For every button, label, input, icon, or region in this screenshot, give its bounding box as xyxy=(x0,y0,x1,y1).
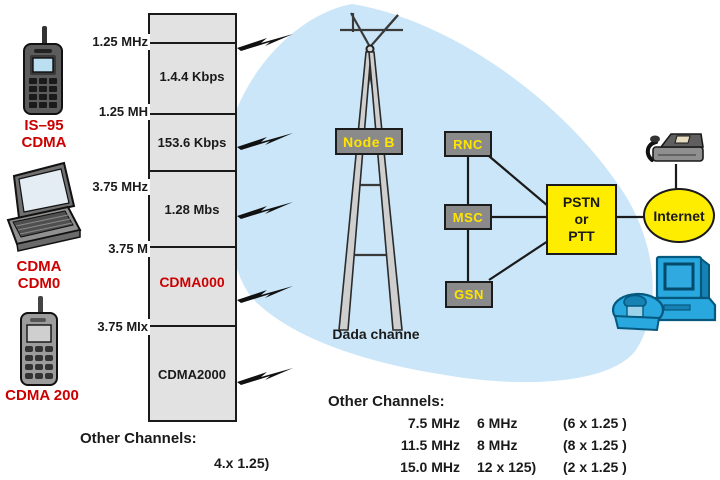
fax-phone-icon xyxy=(645,133,704,162)
pstn-line: PSTN xyxy=(562,194,601,210)
table-cell: (6 x 1.25 ) xyxy=(563,415,627,431)
table-cell: 15.0 MHz xyxy=(400,459,460,475)
tick-label: 3.75 MIx xyxy=(58,319,150,335)
tick-label: 1.25 MH xyxy=(58,104,150,120)
gsn-label: GSN xyxy=(454,287,484,302)
table-cell: 6 MHz xyxy=(477,415,518,431)
bar-section-label: 1.4.4 Kbps xyxy=(159,69,225,84)
lightning-icon xyxy=(237,368,293,385)
other-channels-left-heading: Other Channels: xyxy=(80,430,197,447)
bar-section-label: CDMA2000 xyxy=(158,367,226,382)
cdma200-label: CDMA 200 xyxy=(5,387,79,404)
bar-section-label: 153.6 Kbps xyxy=(157,135,227,150)
pstn-box: PSTN or PTT xyxy=(546,184,617,255)
is95-label-line1: IS–95 xyxy=(24,117,64,134)
table-cell: (8 x 1.25 ) xyxy=(563,437,627,453)
bar-section-label: 1.28 Mbs xyxy=(164,202,220,217)
pstn-line: or xyxy=(574,211,589,227)
internet-label: Internet xyxy=(653,207,705,224)
lightning-icon xyxy=(237,34,293,51)
bar-divider xyxy=(150,170,235,172)
spectrum-bar xyxy=(148,13,237,422)
radio-tower-icon xyxy=(338,12,403,331)
data-channel-caption: Dada channe xyxy=(332,326,420,342)
cdma-laptop-label-line1: CDMA xyxy=(16,258,62,275)
tick-label: 3.75 M xyxy=(58,241,150,257)
computer-icon xyxy=(612,255,717,332)
bar-divider xyxy=(150,42,235,44)
rnc-box: RNC xyxy=(444,131,492,157)
laptop-icon xyxy=(6,161,82,252)
pstn-line: PTT xyxy=(568,228,595,244)
cdma-laptop-label-line2: CDM0 xyxy=(17,275,61,292)
lightning-icon xyxy=(237,286,293,303)
bar-divider xyxy=(150,113,235,115)
bar-divider xyxy=(150,246,235,248)
rnc-label: RNC xyxy=(453,136,483,152)
gsn-box: GSN xyxy=(445,281,493,308)
cell-phone-icon xyxy=(23,26,63,115)
lightning-icon xyxy=(237,133,293,150)
table-cell: 7.5 MHz xyxy=(407,415,460,431)
node-b-label: Node B xyxy=(343,133,395,150)
table-cell: (2 x 1.25 ) xyxy=(563,459,627,475)
tick-label: 1.25 MHz xyxy=(58,34,150,50)
cell-phone-icon xyxy=(20,296,58,386)
msc-box: MSC xyxy=(444,204,492,230)
other-channels-table-heading: Other Channels: xyxy=(328,393,445,410)
table-cell: 12 x 125) xyxy=(477,459,537,475)
internet-ellipse: Internet xyxy=(643,188,715,243)
bar-section-label: CDMA000 xyxy=(159,274,225,290)
other-channels-left-value: 4.x 1.25) xyxy=(214,455,270,471)
table-cell: 8 MHz xyxy=(477,437,518,453)
tick-label: 3.75 MHz xyxy=(58,179,150,195)
lightning-icon xyxy=(237,202,293,219)
msc-label: MSC xyxy=(452,209,484,225)
bar-divider xyxy=(150,325,235,327)
node-b-box: Node B xyxy=(335,128,403,155)
is95-label-line2: CDMA xyxy=(21,134,67,151)
table-cell: 11.5 MHz xyxy=(400,437,460,453)
